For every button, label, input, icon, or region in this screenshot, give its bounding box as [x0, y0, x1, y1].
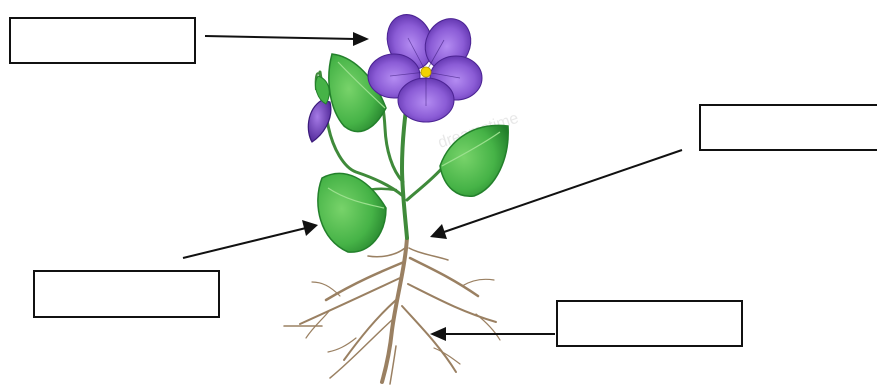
arrow-to-flower [205, 36, 356, 39]
label-box-root[interactable] [556, 300, 743, 347]
flower-bud [308, 73, 331, 142]
roots [284, 238, 500, 384]
label-box-flower[interactable] [9, 17, 196, 64]
label-box-stem[interactable] [699, 104, 877, 151]
flower-center [421, 67, 431, 77]
arrow-to-leaf [183, 228, 306, 258]
label-box-leaf[interactable] [33, 270, 220, 318]
